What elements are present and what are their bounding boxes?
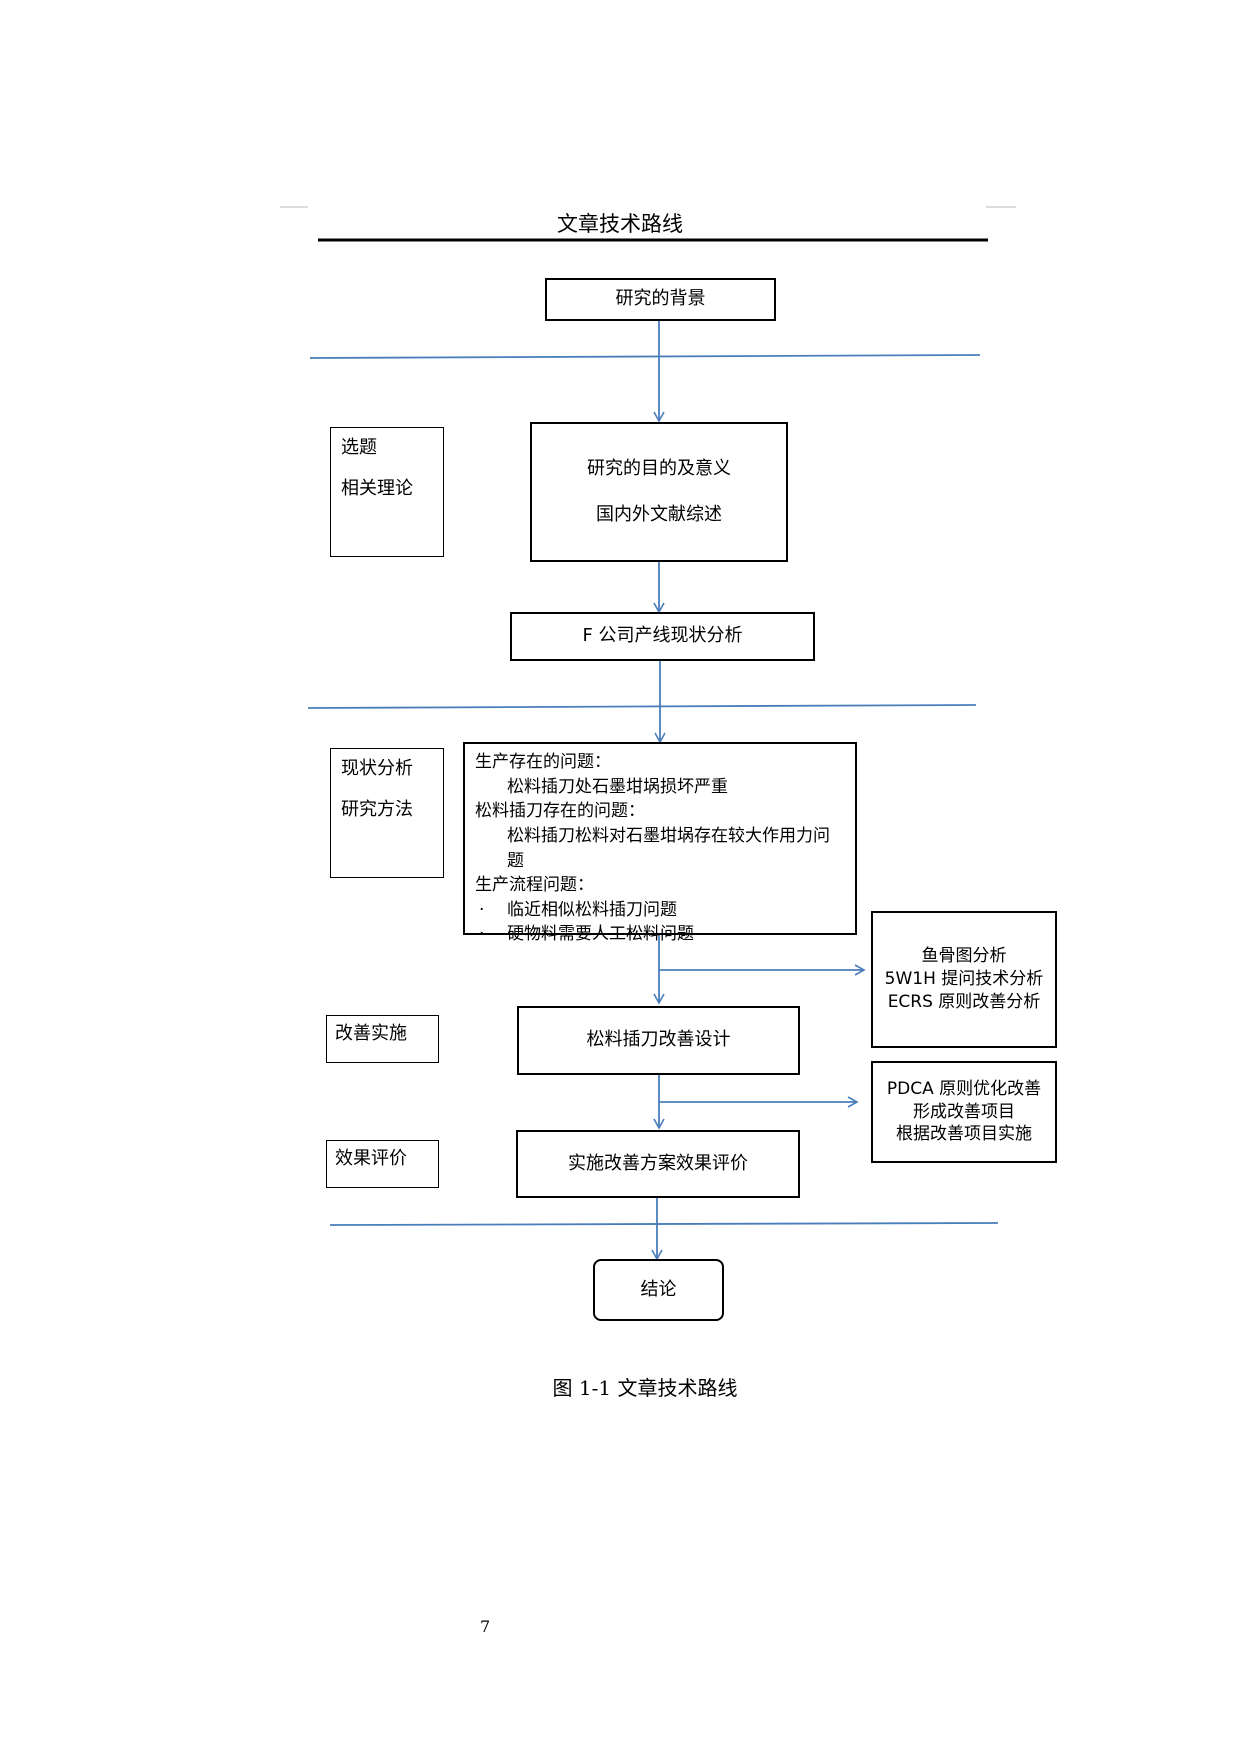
box-conclusion: 结论 (593, 1259, 724, 1321)
box-design-label: 松料插刀改善设计 (586, 1029, 731, 1051)
analysis-line-2: 5W1H 提问技术分析 (884, 969, 1044, 990)
side-method-line-1: 现状分析 (341, 758, 413, 779)
side-topic-line-2: 相关理论 (341, 478, 413, 500)
side-box-implementation: 改善实施 (326, 1015, 439, 1063)
problem-item-2: 松料插刀松料对石墨坩埚存在较大作用力问题 (507, 825, 830, 871)
figure-caption: 图 1-1 文章技术路线 (552, 1376, 738, 1400)
analysis-line-3: ECRS 原则改善分析 (887, 991, 1041, 1012)
pdca-line-3: 根据改善项目实施 (896, 1124, 1032, 1145)
problem-heading-3: 生产流程问题： (475, 875, 594, 896)
right-box-analysis: 鱼骨图分析 5W1H 提问技术分析 ECRS 原则改善分析 (871, 911, 1057, 1048)
box-evaluation-label: 实施改善方案效果评价 (568, 1152, 748, 1174)
side-implementation-label: 改善实施 (335, 1023, 407, 1044)
page-number: 7 (480, 1617, 491, 1636)
problem-bullet-2: · 硬物料需要人工松料问题 (475, 922, 694, 947)
section-divider (329, 1222, 999, 1226)
box-current-state-label: F 公司产线现状分析 (582, 625, 743, 647)
box-problems: 生产存在的问题： 松料插刀处石墨坩埚损坏严重 松料插刀存在的问题： 松料插刀松料… (463, 742, 857, 944)
box-evaluation: 实施改善方案效果评价 (516, 1130, 800, 1198)
side-box-method: 现状分析 研究方法 (330, 748, 444, 878)
side-box-topic: 选题 相关理论 (330, 427, 444, 557)
box-purpose: 研究的目的及意义 国内外文献综述 (530, 422, 788, 562)
side-topic-line-1: 选题 (341, 437, 377, 458)
box-design: 松料插刀改善设计 (517, 1006, 800, 1075)
page-title: 文章技术路线 (557, 212, 683, 236)
problem-heading-2: 松料插刀存在的问题： (475, 801, 645, 822)
problem-bullet-2-text: 硬物料需要人工松料问题 (507, 924, 694, 945)
box-background-label: 研究的背景 (615, 288, 706, 310)
problem-heading-1: 生产存在的问题： (475, 752, 611, 772)
side-effect-label: 效果评价 (335, 1148, 407, 1169)
section-divider (309, 354, 981, 359)
pdca-line-1: PDCA 原则优化改善 (886, 1078, 1042, 1099)
problem-bullet-1-text: 临近相似松料插刀问题 (507, 899, 677, 920)
box-current-state: F 公司产线现状分析 (510, 612, 815, 661)
bullet-icon: · (479, 924, 485, 945)
section-divider (307, 704, 977, 709)
side-box-effect: 效果评价 (326, 1140, 439, 1188)
problem-item-1: 松料插刀处石墨坩埚损坏严重 (507, 776, 728, 797)
box-conclusion-label: 结论 (640, 1278, 677, 1300)
pdca-line-2: 形成改善项目 (913, 1101, 1015, 1122)
purpose-line-2: 国内外文献综述 (596, 504, 722, 525)
box-background: 研究的背景 (545, 278, 776, 321)
side-method-line-2: 研究方法 (341, 799, 413, 821)
purpose-line-1: 研究的目的及意义 (587, 457, 731, 479)
bullet-icon: · (479, 899, 485, 920)
analysis-line-1: 鱼骨图分析 (921, 946, 1007, 967)
problem-bullet-1: · 临近相似松料插刀问题 (475, 898, 677, 923)
right-box-pdca: PDCA 原则优化改善 形成改善项目 根据改善项目实施 (871, 1061, 1057, 1163)
